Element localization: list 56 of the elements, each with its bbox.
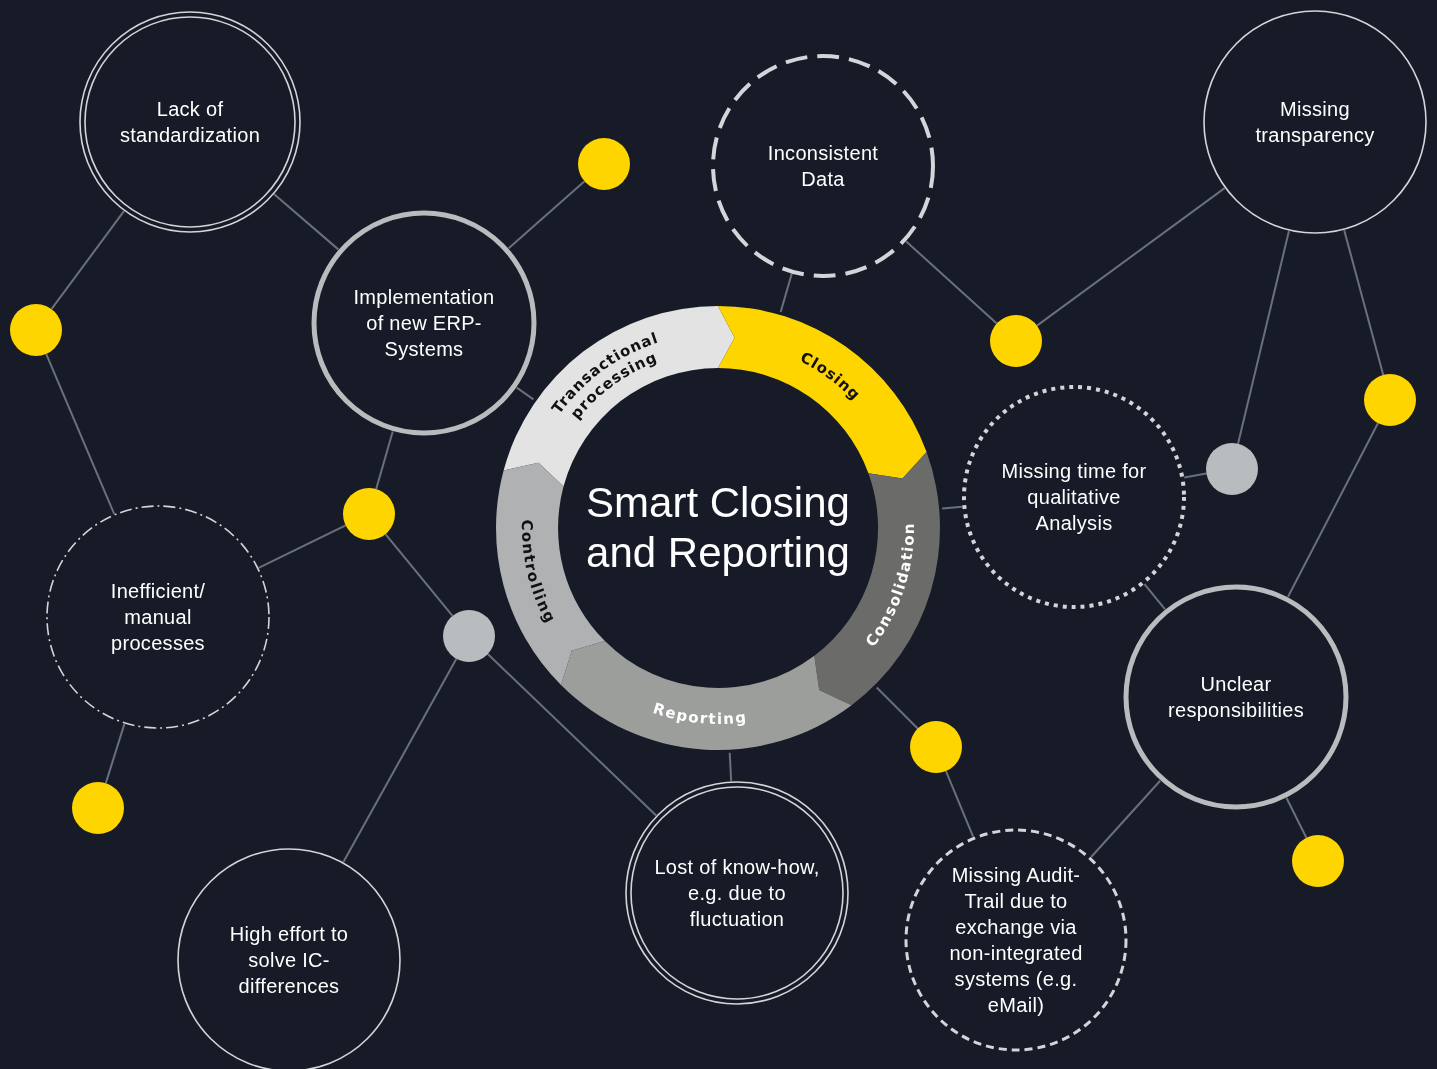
connector-line: [507, 180, 586, 250]
problem-circle: [625, 781, 849, 1005]
circle-label: Unclear responsibilities: [1167, 672, 1305, 723]
connector-line: [50, 210, 125, 311]
connector-line: [1287, 422, 1380, 598]
problem-circle: [311, 210, 537, 436]
problem-circle: [1123, 584, 1349, 810]
problem-circle: [1203, 10, 1427, 234]
dot-marker: [1292, 835, 1344, 887]
problem-circle: [962, 385, 1186, 609]
problem-circle: [711, 54, 935, 278]
problem-circle: [904, 828, 1128, 1052]
connector-line: [515, 386, 535, 401]
connector-line: [45, 352, 116, 515]
dot-marker: [1206, 443, 1258, 495]
connector-line: [1343, 229, 1385, 376]
problem-circle: [46, 505, 270, 729]
connector-line: [1237, 229, 1290, 445]
circle-label: High effort to solve IC-differences: [228, 922, 350, 999]
connector-line: [1036, 187, 1226, 327]
circle-label: Missing transparency: [1254, 97, 1376, 148]
connector-line: [384, 533, 454, 617]
connector-line: [941, 505, 964, 510]
connector-line: [375, 430, 394, 490]
circle-label: Implementation of new ERP-Systems: [352, 285, 496, 362]
dot-marker: [910, 721, 962, 773]
circle-label: Lost of know-how, e.g. due to fluctuation: [653, 855, 821, 932]
dot-marker: [343, 488, 395, 540]
dot-marker: [10, 304, 62, 356]
connector-line: [779, 272, 793, 313]
connector-line: [342, 657, 458, 864]
dot-marker: [578, 138, 630, 190]
circle-label: Inconsistent Data: [766, 141, 880, 192]
connector-line: [486, 653, 658, 817]
connector-line: [257, 524, 347, 569]
segment-label: Reporting: [650, 699, 749, 728]
connector-line: [1143, 583, 1166, 611]
dot-marker: [72, 782, 124, 834]
problem-circle: [79, 11, 301, 233]
connector-line: [875, 686, 919, 730]
connector-line: [904, 240, 998, 325]
dot-marker: [443, 610, 495, 662]
dot-marker: [1364, 374, 1416, 426]
connector-line: [1090, 779, 1162, 858]
circle-label: Missing Audit-Trail due to exchange via non-integrated systems (e.g. eMail): [948, 863, 1084, 1018]
circle-label: Lack of standardization: [118, 97, 262, 148]
connector-line: [1183, 472, 1208, 479]
dot-marker: [990, 315, 1042, 367]
circle-label: Inefficient/ manual processes: [109, 579, 207, 656]
connector-line: [944, 770, 975, 838]
connector-line: [728, 751, 733, 783]
connector-line: [104, 722, 126, 785]
connector-line: [1285, 797, 1308, 839]
circle-label: Missing time for qualitative Analysis: [1000, 459, 1148, 536]
center-title: Smart Closing and Reporting: [585, 478, 851, 578]
connector-line: [273, 193, 340, 251]
